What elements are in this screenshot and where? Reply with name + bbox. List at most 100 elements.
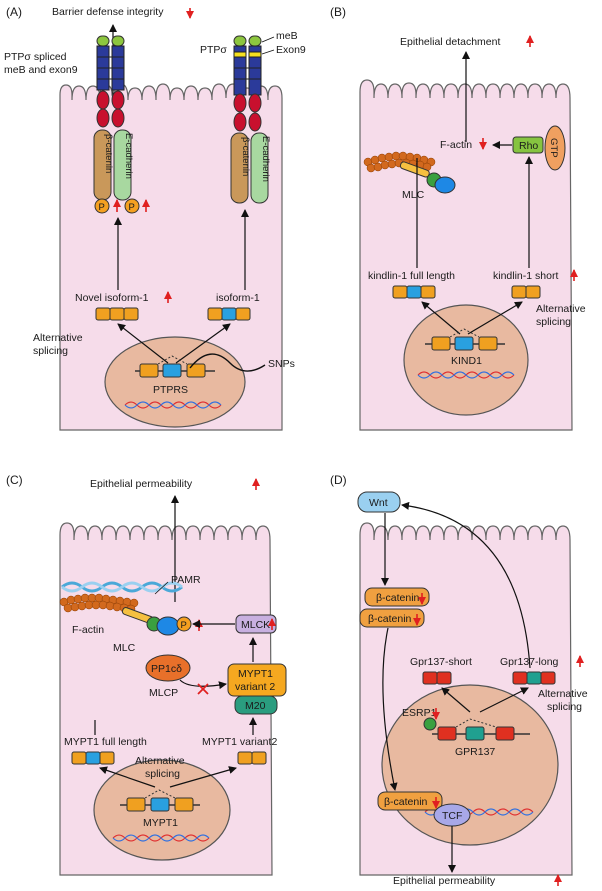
actin-chain-b [363,151,436,173]
meb-exon9-label: meB and exon9 [4,64,78,76]
panel-d: Wnt β-catenin β-catenin Gpr137-short Gpr… [357,491,588,887]
mypt-variant-label: MYPT1 variant2 [202,736,277,748]
kindlin-full-label: kindlin-1 full length [368,270,455,282]
beta-catenin-box-right [230,132,249,204]
beta-catenin-box-d3 [377,791,443,811]
wnt-box [357,491,401,513]
splice-arrow-b-right [467,301,523,335]
kindlin-short-exons [511,285,541,299]
novel-isoform-exons [95,307,139,321]
ptp-label: PTPσ [200,44,227,56]
beta-catenin-d3-label: β-catenin [384,796,428,808]
mlc-b-label: MLC [402,189,425,201]
alt-splicing-b-2: splicing [536,316,571,328]
permeability-d-label: Epithelial permeability [393,875,496,887]
splice-arrow-a-right [175,323,231,364]
kindlin-short-label: kindlin-1 short [493,270,558,282]
splice-arrow-b-left [421,301,461,335]
catenin-to-nucleus-arrow [382,627,398,791]
permeability-c-label: Epithelial permeability [90,478,193,490]
actin-chain-c [59,593,139,614]
panel-b: Epithelial detachment F-actin Rho GTP ML… [363,35,586,367]
panel-b-tag: (B) [330,5,346,19]
splice-arrow-d-right [479,687,529,713]
wnt-label: Wnt [369,497,388,509]
gpr-short-label: Gpr137-short [410,656,472,668]
panel-c-tag: (C) [6,473,23,487]
mlc-motor-b [399,161,456,194]
receptor-left [96,35,125,128]
gpr-long-to-wnt-arrow [401,501,531,669]
rho-label: Rho [519,140,538,152]
isoform-label: isoform-1 [216,292,260,304]
m20-label: M20 [245,700,266,712]
mypt-variant-exons [237,751,267,765]
panel-a-tag: (A) [6,5,22,19]
kind1-gene [425,328,505,351]
alt-splicing-c-2: splicing [145,768,180,780]
alt-splicing-d-2: splicing [547,701,582,713]
mlcp-label: MLCP [149,687,178,699]
beta-catenin-d1-label: β-catenin [376,592,420,604]
splice-arrow-d-left [441,687,471,713]
factin-b-label: F-actin [440,139,472,151]
gpr137-label: GPR137 [455,746,495,758]
dna-a-blue [124,401,222,409]
alt-splicing-d-1: Alternative [538,688,588,700]
pp1-to-mypt-arrow [179,679,227,690]
gpr-long-label: Gpr137-long [500,656,559,668]
phospho-label-1: P [99,202,105,213]
e-cadherin-box-right [250,132,269,204]
pp1-label: PP1cδ [151,663,182,675]
phospho-c-label: P [181,620,187,631]
phospho-circle-2 [124,198,140,214]
nucleus-b [403,304,529,416]
m20-box [234,695,278,715]
ptp-spliced-label: PTPσ spliced [4,51,67,63]
esrp-circle [423,717,437,731]
splice-arrow-c-right [169,766,237,788]
mlc-c-label: MLC [113,642,136,654]
gpr-long-exons [512,671,556,685]
kindlin-full-exons [392,285,436,299]
inhibit-x-2 [197,683,209,695]
mypt-full-exons [71,751,115,765]
ptprs-label: PTPRS [153,384,188,396]
dna-b-blue [417,371,515,379]
mlc-motor-c [121,607,192,636]
dna-c-blue [112,834,210,842]
alt-splicing-c-1: Alternative [135,755,185,767]
gpr-short-exons [422,671,452,685]
e-cadherin-label-right: E-cadherin [260,136,271,182]
pp1-oval [145,654,191,682]
beta-catenin-box-d2 [359,608,425,628]
alt-splicing-a-1: Alternative [33,332,83,344]
detachment-label: Epithelial detachment [400,36,500,48]
beta-catenin-label-right: β-catenin [240,137,251,176]
panel-c: Epithelial permeability PAMR F-actin P M… [59,478,287,829]
beta-catenin-box-d1 [364,587,430,607]
barrier-label: Barrier defense integrity [52,6,164,18]
ptprs-gene [135,355,215,378]
beta-catenin-label-left: β-catenin [103,134,114,173]
gtp-label: GTP [548,138,559,158]
beta-catenin-d2-label: β-catenin [368,613,412,625]
mypt1-gene-label: MYPT1 [143,817,178,829]
splice-arrow-c-left [99,766,156,788]
e-cadherin-box-left [113,129,132,201]
novel-isoform-label: Novel isoform-1 [75,292,149,304]
panel-a: Barrier defense integrity PTPσ spliced m… [4,6,306,396]
phospho-circle-1 [94,198,110,214]
receptor-right [233,35,262,132]
splice-arrow-a-left [117,323,169,364]
snp-curve [189,353,266,372]
factin-c-label: F-actin [72,624,104,636]
mypt1-gene [120,789,200,812]
kind1-label: KIND1 [451,355,482,367]
phospho-label-2: P [129,202,135,213]
panel-d-tag: (D) [330,473,347,487]
gtp-oval [544,125,566,171]
alt-splicing-b-1: Alternative [536,303,586,315]
mypt-variant-box-label-1: MYPT1 [238,668,273,680]
